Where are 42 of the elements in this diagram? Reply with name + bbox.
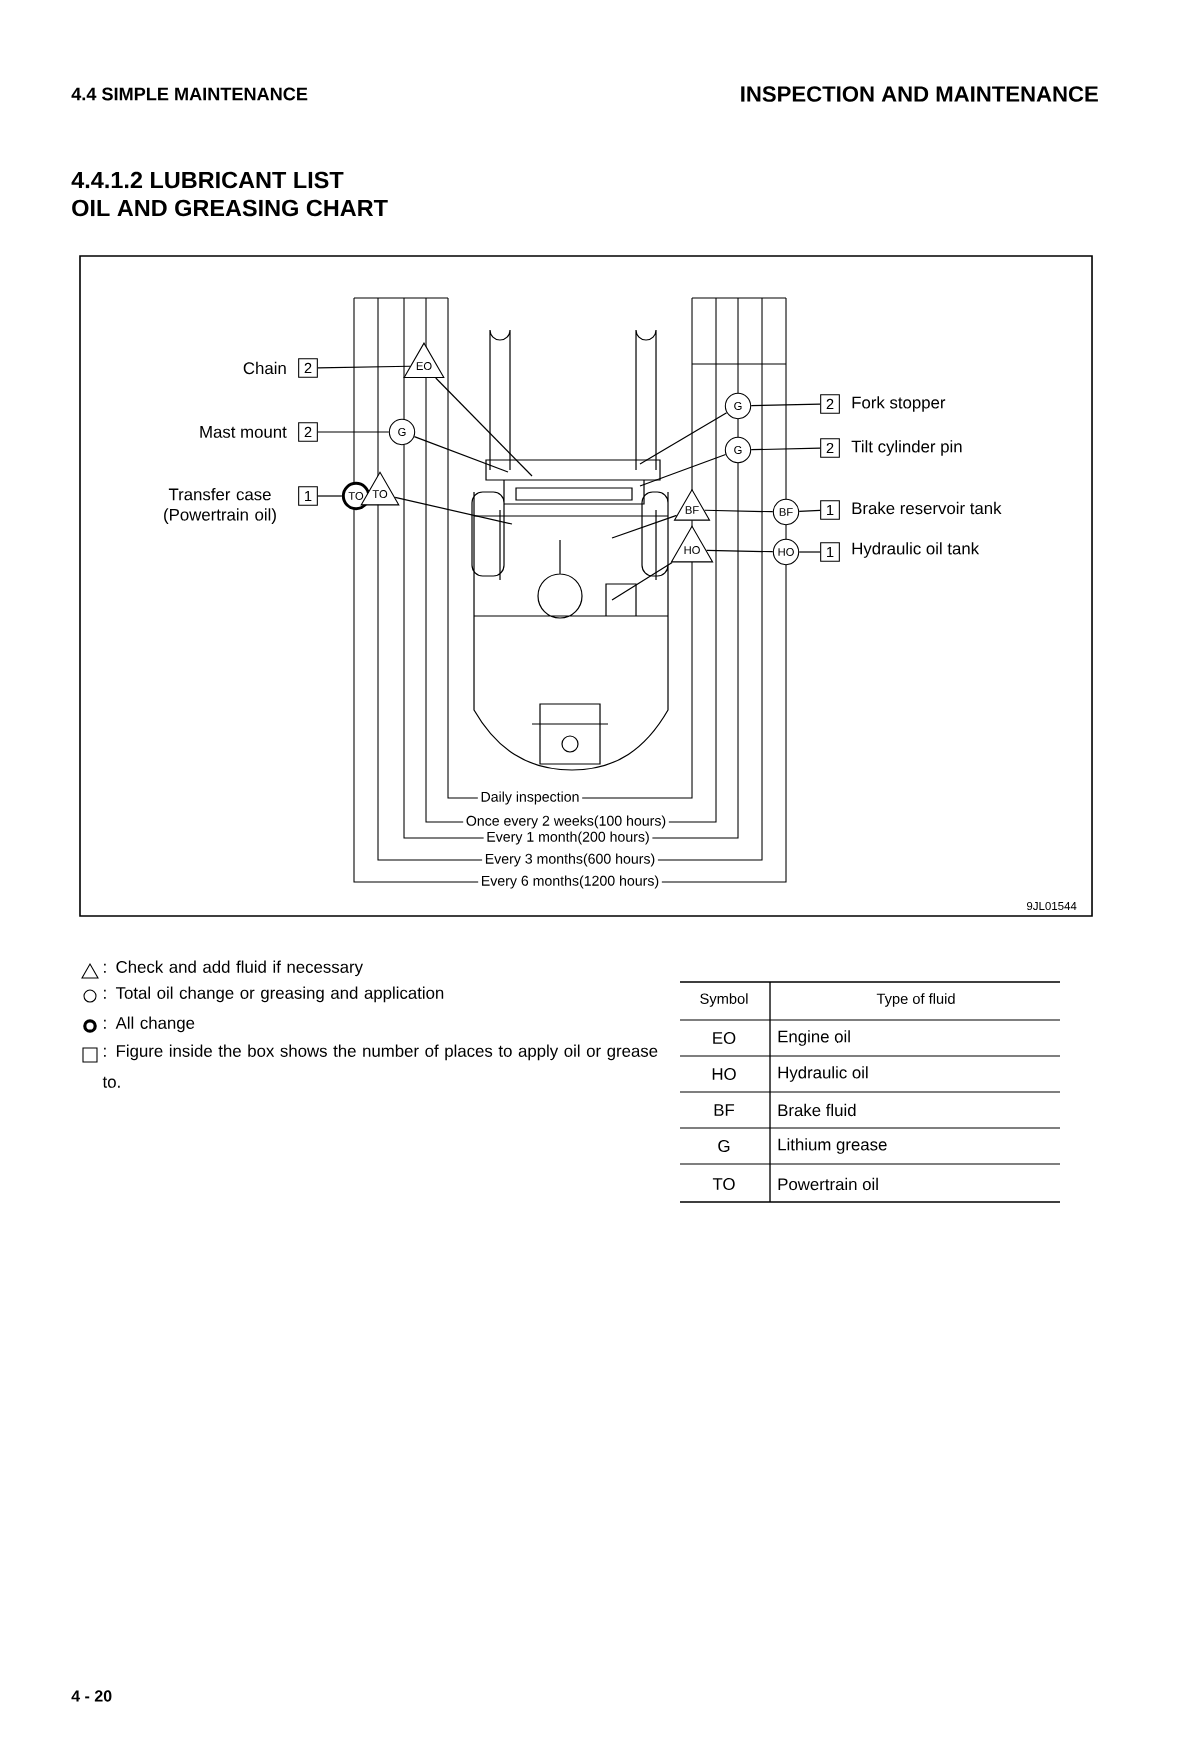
symbol-code: HO [712,1068,736,1080]
part-label: Fork stopper [852,396,946,412]
legend-entry: : Check and add fluid if necessary [81,960,363,979]
part-label: Mast mount [200,426,287,438]
page-number: 4 - 20 [71,1690,112,1702]
fluid-name: Brake fluid [778,1103,856,1117]
part-label: Brake reservoir tank [852,501,1002,515]
fluid-name: Engine oil [778,1030,850,1046]
row-line [317,495,343,497]
symbol-code: EO [713,1032,736,1044]
row-line [317,365,411,369]
row-line [317,431,390,433]
part-label: Tilt cylinder pin [851,440,962,456]
leader-line [394,496,513,525]
legend-entry: : Figure inside the box shows the number of places to apply oil or grease to. [82,1044,658,1088]
part-label: Hydraulic oil tank [852,542,980,558]
symbol-code: G [718,1140,730,1152]
legend-entry: : All change [83,1016,195,1033]
leader-line [639,453,727,487]
part-label: Transfer case (Powertrain oil) [164,488,276,524]
fluid-name: Powertrain oil [778,1177,878,1191]
section-title: OIL AND GREASING CHART [72,199,388,217]
leader-line [611,561,673,601]
row-line [798,509,821,512]
row-line [750,403,821,407]
row-line [703,509,774,513]
legend-entry: : Total oil change or greasing and application [83,986,444,1003]
leader-line [639,412,728,465]
row-line [750,447,821,451]
part-label: Chain [243,361,286,375]
leader-line [435,377,533,477]
row-line [798,551,821,553]
page-header: INSPECTION AND MAINTENANCE [741,86,1098,102]
row-line [705,549,774,553]
fluid-name: Lithium grease [778,1138,887,1154]
symbol-code: BF [714,1104,735,1116]
leader-line [611,514,678,539]
fluid-name: Hydraulic oil [778,1066,868,1082]
symbol-code: TO [712,1178,735,1190]
leader-line [413,436,509,473]
section-title: 4.4.1.2 LUBRICANT LIST [71,171,344,189]
page-header: 4.4 SIMPLE MAINTENANCE [71,87,308,101]
